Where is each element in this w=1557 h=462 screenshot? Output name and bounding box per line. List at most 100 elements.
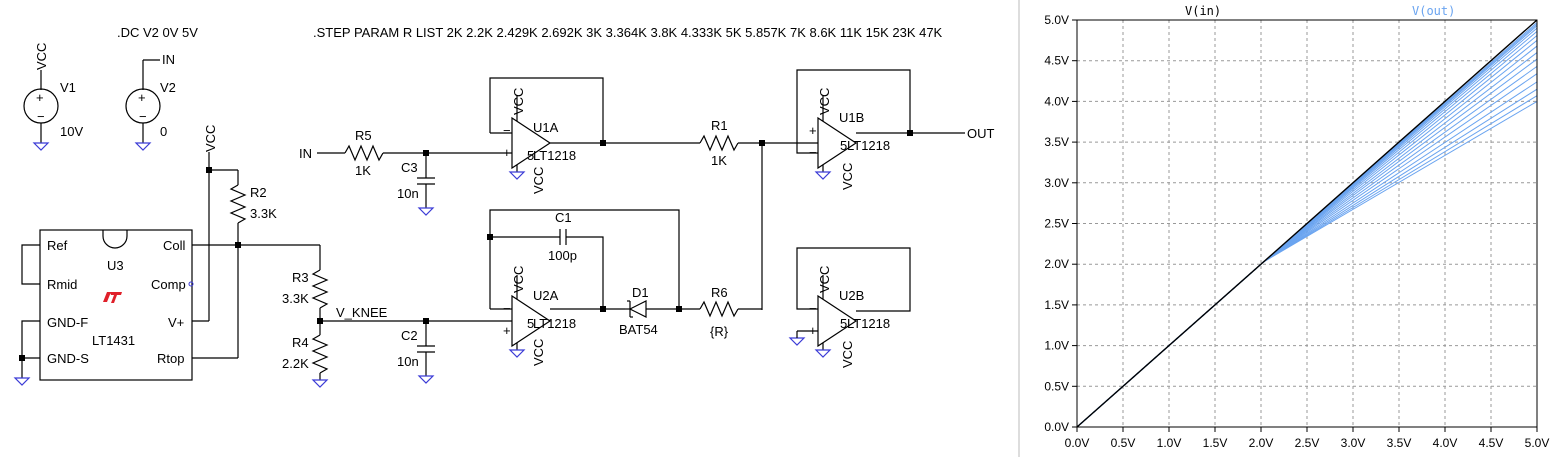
svg-text:VCC: VCC [531,167,546,194]
x-tick-label: 3.0V [1341,436,1366,450]
svg-text:C1: C1 [555,210,572,225]
svg-text:+: + [809,123,817,138]
svg-text:GND-F: GND-F [47,315,88,330]
svg-text:3.3K: 3.3K [282,291,309,306]
x-tick-label: 3.5V [1387,436,1412,450]
svg-text:Rmid: Rmid [47,277,77,292]
svg-text:R2: R2 [250,185,267,200]
capacitor-c2[interactable]: C2 10n [397,318,435,384]
svg-text:−: − [139,109,147,124]
svg-text:−: − [37,109,45,124]
v2-value: 0 [160,124,167,139]
svg-text:R6: R6 [711,285,728,300]
r2-network[interactable]: VCC R2 3.3K [192,125,320,359]
svg-text:5: 5 [527,148,534,163]
legend-vin[interactable]: V(in) [1185,4,1221,18]
vout-trace-10 [1076,65,1538,428]
panel-divider [1018,0,1020,457]
x-tick-label: 5.0V [1525,436,1550,450]
waveform-plot-panel[interactable]: V(in) V(out) 0.0V 0.5V 1.0V 1.5V 2.0V 2.5V 3.0… [1020,0,1557,457]
x-tick-label: 1.0V [1157,436,1182,450]
svg-text:VCC: VCC [203,125,218,152]
svg-text:GND-S: GND-S [47,351,89,366]
svg-text:VCC: VCC [817,88,832,115]
svg-text:LT1218: LT1218 [533,148,576,163]
voltage-source-v2[interactable]: + − IN V2 0 [125,52,176,151]
y-tick-label: 1.5V [1044,298,1069,312]
svg-text:10n: 10n [397,186,419,201]
svg-text:U2A: U2A [533,288,559,303]
svg-text:2.2K: 2.2K [282,356,309,371]
x-tick-label: 4.0V [1433,436,1458,450]
y-tick-label: 2.0V [1044,257,1069,271]
svg-text:VCC: VCC [511,266,526,293]
svg-text:100p: 100p [548,248,577,263]
svg-text:−: − [503,123,511,138]
svg-text:VCC: VCC [817,266,832,293]
svg-text:Coll: Coll [163,238,186,253]
svg-text:+: + [138,90,146,105]
svg-text:{R}: {R} [710,324,729,339]
schematic-canvas[interactable]: .DC V2 0V 5V .STEP PARAM R LIST 2K 2.2K … [0,0,1020,457]
v2-in-label: IN [162,52,175,67]
opamp-u1a[interactable]: − + VCC U1A LT1218 5 VCC [489,77,700,194]
diode-d1[interactable]: D1 BAT54 [619,285,679,337]
x-tick-label: 2.5V [1295,436,1320,450]
svg-text:+: + [36,90,44,105]
svg-text:D1: D1 [632,285,649,300]
svg-text:VCC: VCC [531,339,546,366]
svg-text:1K: 1K [355,163,371,178]
svg-text:U1A: U1A [533,120,559,135]
svg-text:V+: V+ [168,315,184,330]
svg-text:+: + [503,145,511,160]
x-tick-label: 0.5V [1111,436,1136,450]
x-tick-label: 2.0V [1249,436,1274,450]
u3-part: LT1431 [92,333,135,348]
y-tick-label: 3.5V [1044,135,1069,149]
vcc-label-v1: VCC [34,43,49,70]
svg-text:5: 5 [840,138,847,153]
v2-label: V2 [160,80,176,95]
opamp-u2b[interactable]: − + VCC U2B LT1218 5 VCC [788,247,911,368]
v1-value: 10V [60,124,83,139]
linear-logo-icon [103,292,122,303]
svg-text:U1B: U1B [839,110,864,125]
svg-text:Comp: Comp [151,277,186,292]
lt1431-u3[interactable]: Ref Rmid GND-F GND-S Coll Comp V+ Rtop U… [13,229,194,386]
vin-trace [1076,19,1538,428]
out-label: OUT [967,126,995,141]
y-tick-label: 1.0V [1044,339,1069,353]
voltage-source-v1[interactable]: + − VCC V1 10V [23,43,83,151]
svg-text:1K: 1K [711,153,727,168]
svg-text:10n: 10n [397,354,419,369]
y-tick-label: 5.0V [1044,13,1069,27]
resistor-r1[interactable]: R1 1K [699,118,818,310]
knee-divider[interactable]: R3 3.3K R4 2.2K V_KNEE [282,245,512,388]
y-tick-label: 2.5V [1044,217,1069,231]
svg-text:BAT54: BAT54 [619,322,658,337]
legend-vout[interactable]: V(out) [1412,4,1455,18]
y-tick-label: 0.0V [1044,420,1069,434]
plot-frame [1076,19,1538,428]
svg-text:+: + [503,323,511,338]
step-directive: .STEP PARAM R LIST 2K 2.2K 2.429K 2.692K… [313,25,943,40]
y-tick-label: 3.0V [1044,176,1069,190]
u3-label: U3 [107,258,124,273]
waveform-plot[interactable]: V(in) V(out) 0.0V 0.5V 1.0V 1.5V 2.0V 2.5V 3.0… [1020,0,1557,457]
svg-text:3.3K: 3.3K [250,206,277,221]
v1-label: V1 [60,80,76,95]
resistor-r6[interactable]: R6 {R} [679,285,762,339]
svg-text:LT1218: LT1218 [847,138,890,153]
svg-text:R4: R4 [292,335,309,350]
y-tick-label: 4.0V [1044,94,1069,108]
svg-text:5: 5 [840,316,847,331]
opamp-u2a[interactable]: − + C1 100p VCC U2A LT1218 5 VCC D1 BAT5… [487,209,762,366]
svg-text:LT1218: LT1218 [533,316,576,331]
svg-text:IN: IN [299,146,312,161]
svg-text:C3: C3 [401,160,418,175]
svg-text:LT1218: LT1218 [847,316,890,331]
input-filter[interactable]: IN R5 1K C3 10n [299,128,512,216]
x-tick-label: 1.5V [1203,436,1228,450]
opamp-u1b[interactable]: − + VCC U1B LT1218 5 VCC OUT [796,69,995,190]
svg-text:Rtop: Rtop [157,351,184,366]
